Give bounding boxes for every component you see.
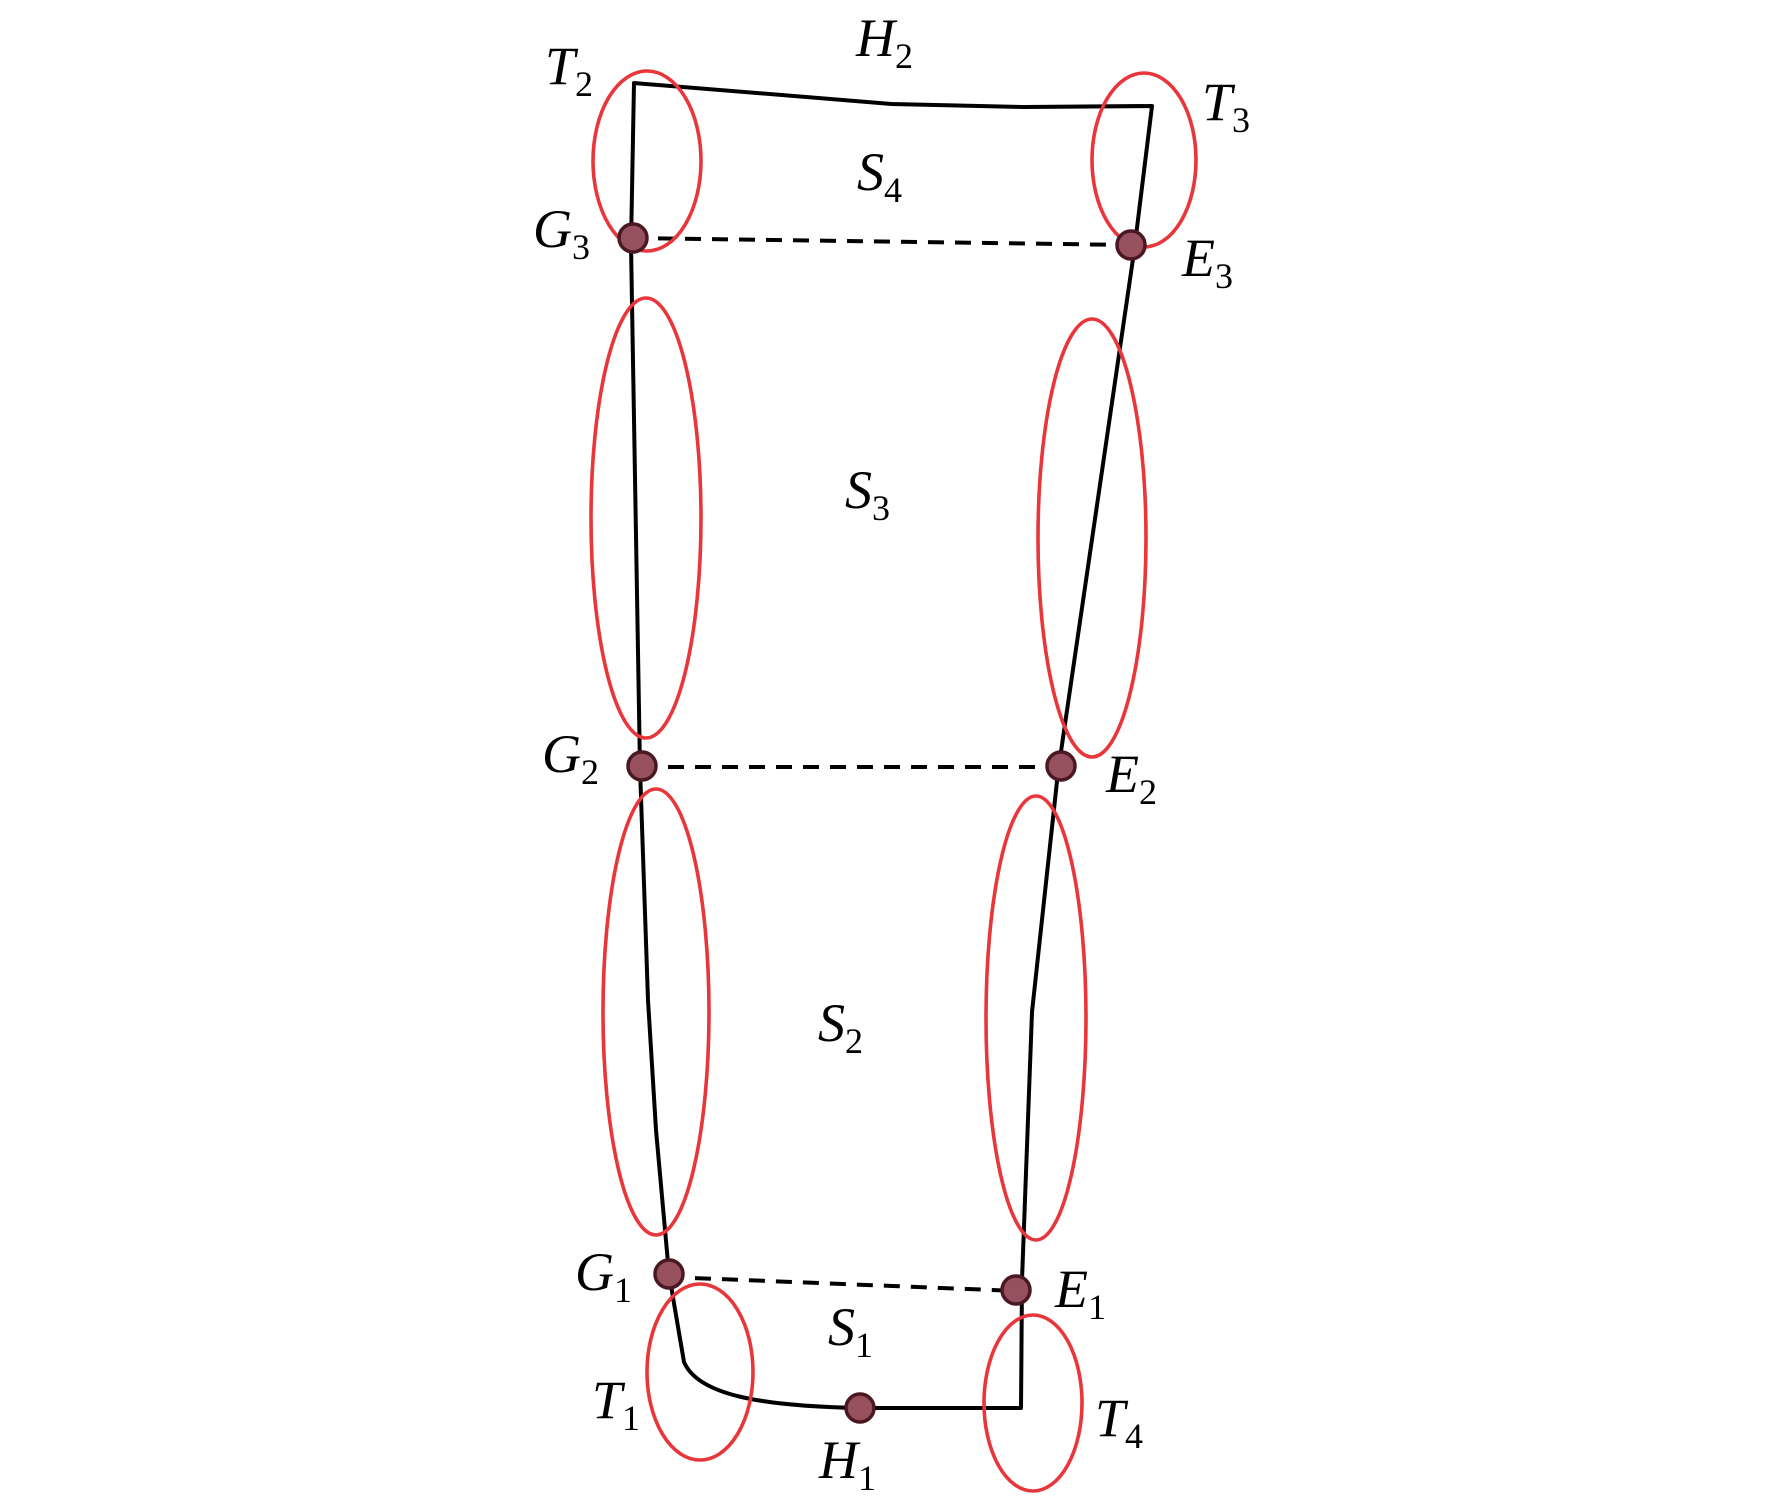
- label-g2: G2: [542, 724, 599, 792]
- ellipse-right-lower: [984, 794, 1088, 1242]
- label-t1: T1: [592, 1370, 640, 1438]
- label-h2: H2: [855, 8, 913, 76]
- point-g3: [617, 222, 649, 254]
- label-h1: H1: [818, 1430, 876, 1498]
- boundary-outline: [629, 81, 1154, 1410]
- ellipse-left-upper: [589, 296, 703, 740]
- dashed-line-g3-e3: [630, 236, 1131, 247]
- label-s3: S3: [845, 460, 890, 528]
- label-s2: S2: [818, 993, 863, 1061]
- ellipse-corner-t1: [645, 1282, 755, 1462]
- point-e2: [1045, 750, 1077, 782]
- label-s1: S1: [828, 1297, 873, 1365]
- point-g2: [626, 750, 658, 782]
- label-t3: T3: [1202, 72, 1250, 140]
- label-g1: G1: [575, 1242, 632, 1310]
- point-h1: [844, 1392, 876, 1424]
- label-e3: E3: [1181, 228, 1233, 296]
- ellipse-left-lower: [601, 787, 711, 1237]
- label-t2: T2: [545, 36, 593, 104]
- point-e3: [1115, 229, 1147, 261]
- point-g1: [653, 1258, 685, 1290]
- dashed-line-g1-e1: [667, 1275, 1018, 1293]
- label-e1: E1: [1054, 1259, 1106, 1327]
- label-t4: T4: [1095, 1388, 1143, 1456]
- label-e2: E2: [1105, 744, 1157, 812]
- point-e1: [1000, 1274, 1032, 1306]
- ellipse-corner-t2: [591, 69, 703, 253]
- label-g3: G3: [533, 199, 590, 267]
- ellipse-corner-t4: [982, 1313, 1084, 1493]
- label-s4: S4: [857, 142, 902, 210]
- ellipse-right-upper: [1036, 317, 1148, 759]
